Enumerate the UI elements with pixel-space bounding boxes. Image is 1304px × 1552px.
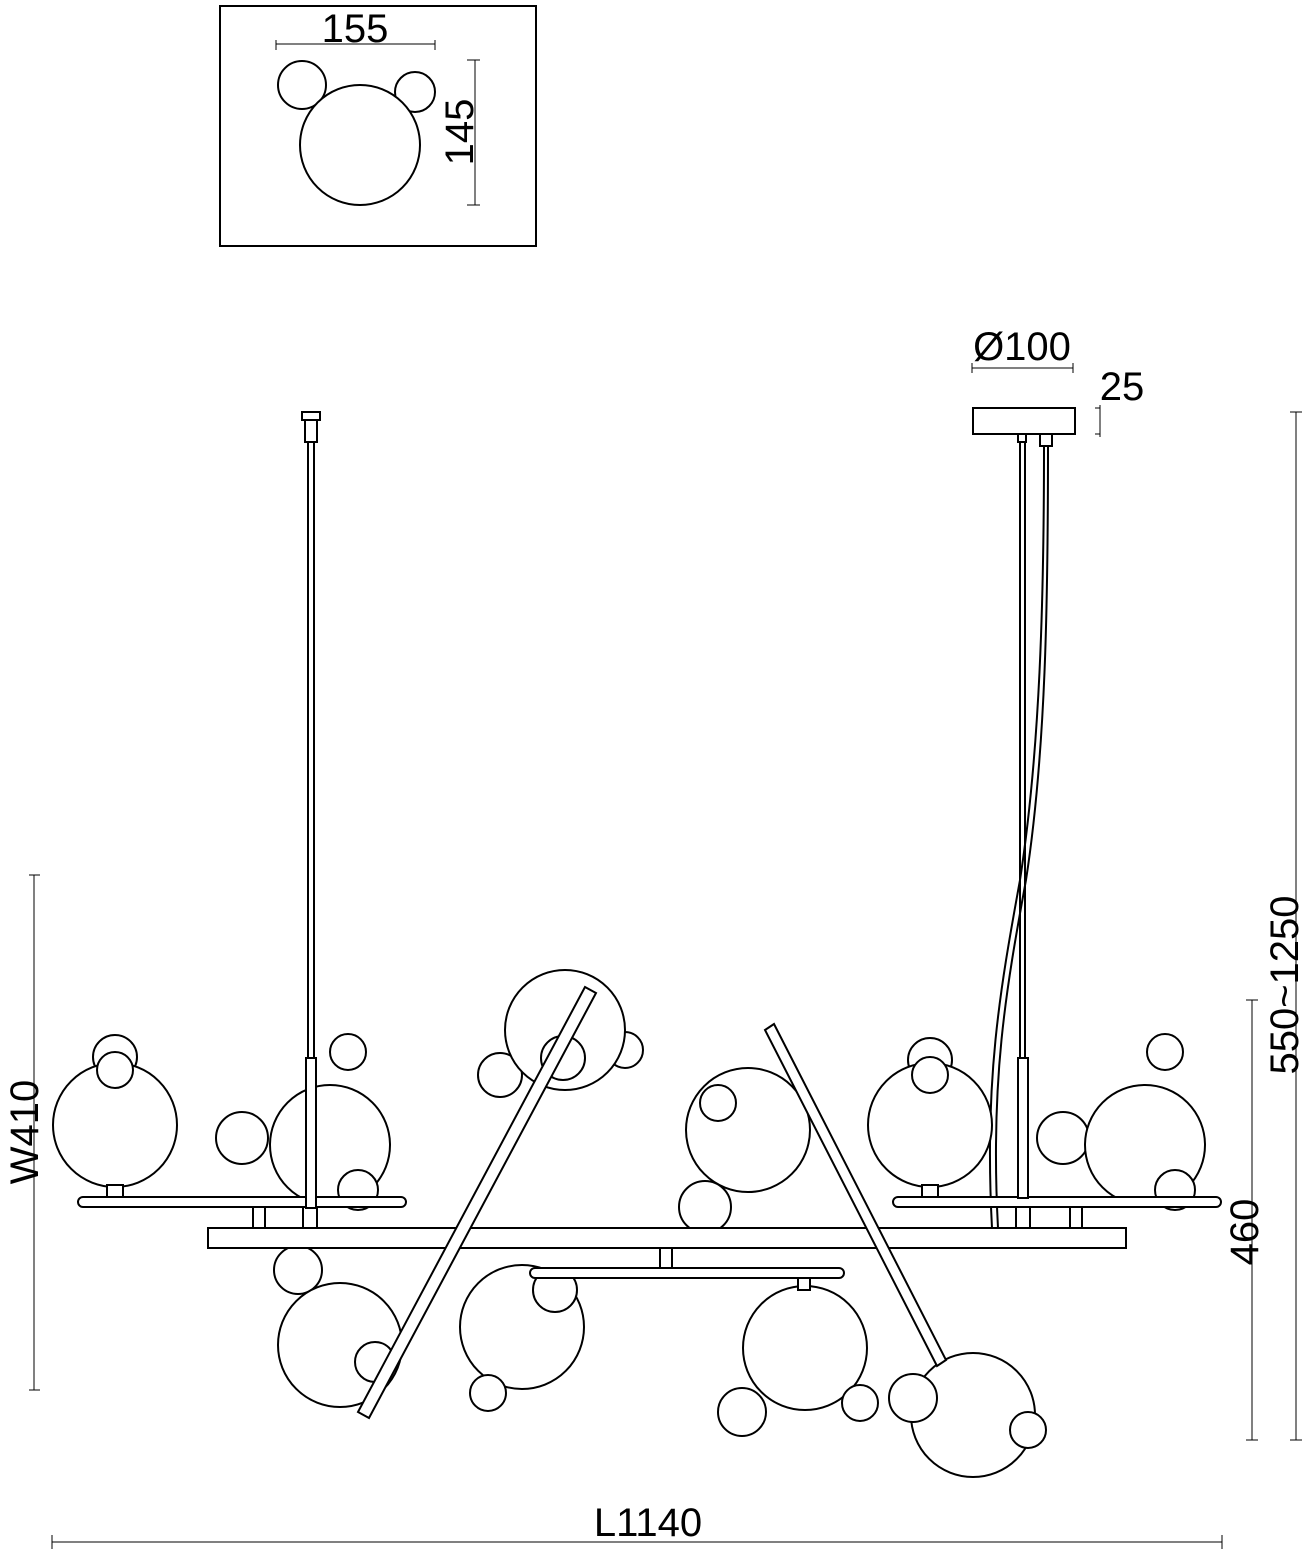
- overall-height-label: 550~1250: [1263, 895, 1304, 1074]
- canopy-diameter-label: Ø100: [973, 325, 1071, 369]
- glass-height-label: 145: [438, 99, 482, 166]
- body-height-label: 460: [1223, 1199, 1267, 1266]
- fixture-frame: [77, 985, 1222, 1420]
- length-label: L1140: [594, 1501, 702, 1545]
- canopy: [971, 363, 1101, 447]
- glass-detail-panel: [219, 5, 537, 247]
- canopy-height-label: 25: [1100, 365, 1145, 409]
- glass-width-label: 155: [322, 7, 389, 51]
- overall-dimension-lines: [29, 411, 1302, 1549]
- suspension-cables: [301, 411, 1049, 1229]
- glass-shades: [52, 969, 1206, 1478]
- width-label: W410: [3, 1080, 47, 1185]
